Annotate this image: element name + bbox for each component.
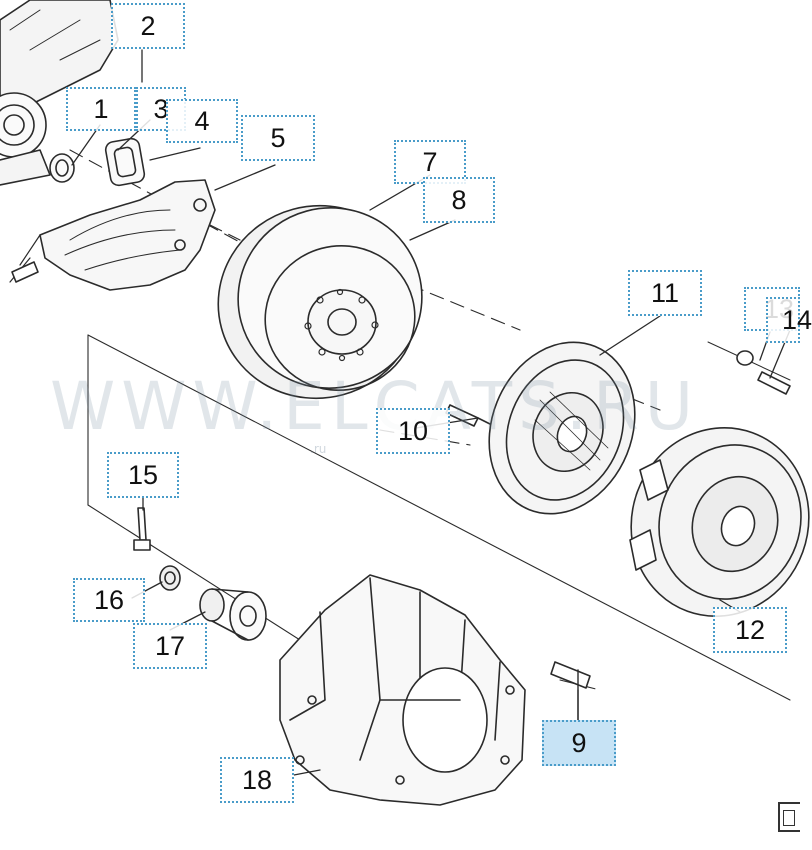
rear-seal-gasket bbox=[104, 137, 146, 187]
rear-cover-plate bbox=[9, 179, 216, 291]
callout-14[interactable]: 14 bbox=[766, 297, 812, 343]
engine-block-fragment bbox=[0, 0, 119, 186]
callout-4[interactable]: 4 bbox=[166, 99, 238, 143]
callout-10[interactable]: 10 bbox=[376, 408, 450, 454]
callout-17[interactable]: 17 bbox=[133, 623, 207, 669]
callout-12[interactable]: 12 bbox=[713, 607, 787, 653]
callout-16[interactable]: 16 bbox=[73, 578, 145, 622]
bushing-16 bbox=[159, 565, 181, 591]
callout-18[interactable]: 18 bbox=[220, 757, 294, 803]
flywheel-bolt bbox=[445, 404, 491, 427]
washer-and-bolt-13-14 bbox=[707, 341, 791, 395]
release-bearing-17 bbox=[199, 588, 267, 641]
callout-11[interactable]: 11 bbox=[628, 270, 702, 316]
bolt-15 bbox=[133, 507, 151, 551]
clutch-disc bbox=[488, 341, 636, 515]
flywheel bbox=[217, 204, 423, 400]
callout-2[interactable]: 2 bbox=[111, 3, 185, 49]
small-seal-ring bbox=[49, 153, 75, 183]
document-icon[interactable] bbox=[778, 802, 800, 832]
callout-1[interactable]: 1 bbox=[66, 87, 136, 131]
clutch-housing bbox=[279, 574, 526, 806]
callout-5[interactable]: 5 bbox=[241, 115, 315, 161]
pressure-plate bbox=[629, 426, 810, 618]
callout-15[interactable]: 15 bbox=[107, 452, 179, 498]
callout-8[interactable]: 8 bbox=[423, 177, 495, 223]
callout-9[interactable]: 9 bbox=[542, 720, 616, 766]
callout-7[interactable]: 7 bbox=[394, 140, 466, 184]
